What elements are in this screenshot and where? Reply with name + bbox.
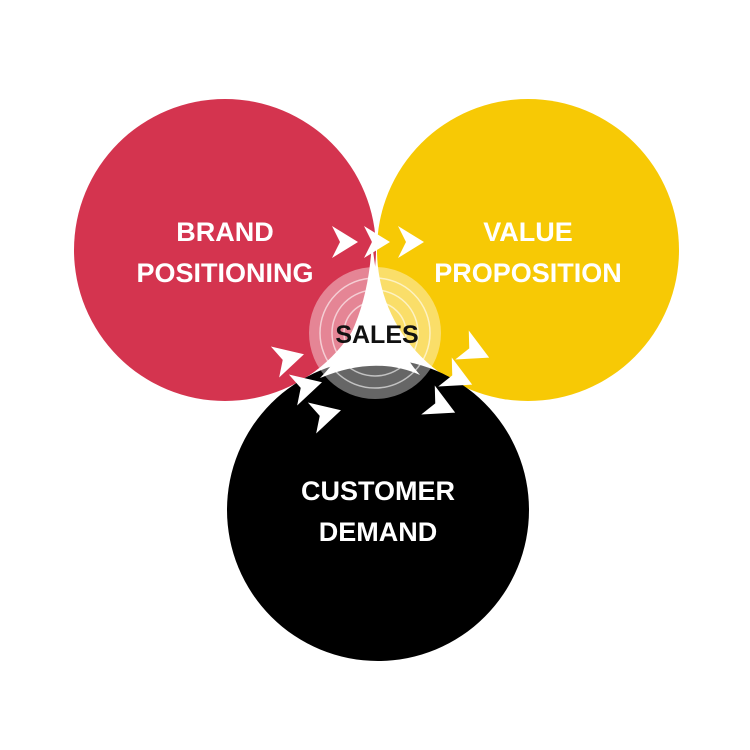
center-gap — [320, 240, 420, 378]
arrow-icon — [364, 226, 390, 258]
arrow-icon — [332, 226, 358, 258]
arrow-icon — [438, 357, 473, 387]
value-label-line1: VALUE — [483, 217, 573, 247]
sales-label: SALES — [335, 321, 418, 349]
brand-positioning-circle — [74, 99, 376, 401]
brand-label-line1: BRAND — [176, 217, 274, 247]
value-label-line2: PROPOSITION — [434, 258, 622, 288]
arrow-icon — [421, 385, 456, 415]
customer-demand-circle — [227, 359, 529, 661]
brand-label-line2: POSITIONING — [136, 258, 313, 288]
arrow-icon — [398, 226, 424, 258]
arrow-icon — [307, 402, 341, 434]
customer-label-line2: DEMAND — [319, 517, 438, 547]
arrow-icon — [288, 374, 322, 406]
customer-label-line1: CUSTOMER — [301, 476, 455, 506]
sales-disc — [309, 267, 441, 399]
arrow-icon — [270, 346, 304, 378]
arrow-icon — [455, 330, 490, 360]
value-proposition-circle — [377, 99, 679, 401]
